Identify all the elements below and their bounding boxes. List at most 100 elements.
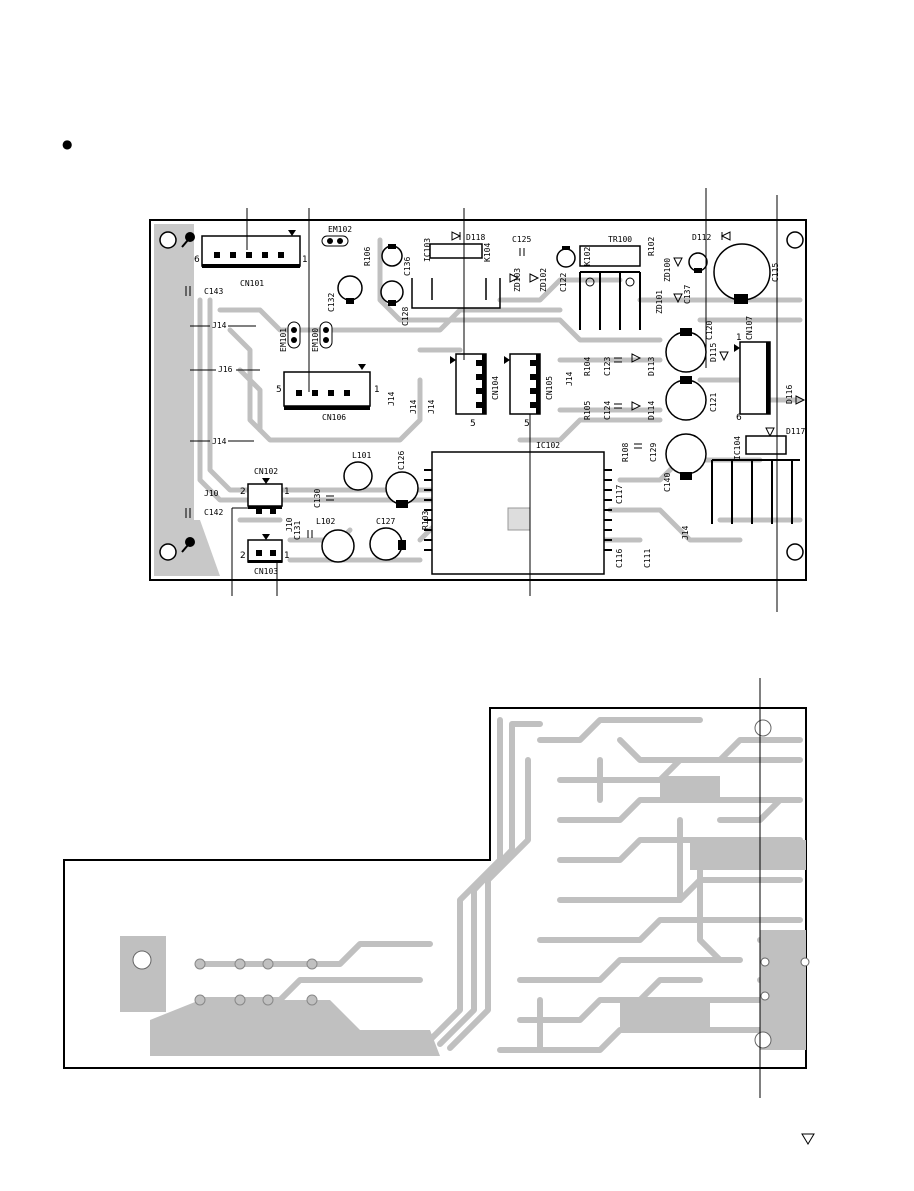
label-j14-g: J14 <box>681 525 690 540</box>
capacitor-c122 <box>556 246 576 268</box>
label-c142: C142 <box>204 508 223 517</box>
label-ic103: IC103 <box>423 238 432 262</box>
connector-cn103 <box>247 534 283 563</box>
capacitor-c121 <box>665 376 707 421</box>
label-zd101: ZD101 <box>655 290 664 314</box>
pin-label: 1 <box>736 333 742 343</box>
pin-label: 6 <box>194 255 200 265</box>
label-j10-a: J10 <box>204 489 219 498</box>
label-c117: C117 <box>615 485 624 504</box>
pin-label: 6 <box>736 413 742 423</box>
label-d116: D116 <box>785 385 794 404</box>
label-cn107: CN107 <box>745 316 754 340</box>
label-c115: C115 <box>771 263 780 282</box>
inductor-l102 <box>321 529 355 563</box>
connector-cn107 <box>734 341 771 415</box>
zener-icon <box>509 273 540 283</box>
connector-cn101 <box>201 230 301 268</box>
connector-cn104 <box>450 353 487 415</box>
ic103 <box>411 243 501 309</box>
label-j14-a: J14 <box>212 321 227 330</box>
label-l102: L102 <box>316 517 335 526</box>
pin-label: 1 <box>284 487 290 497</box>
label-c131: C131 <box>293 521 302 540</box>
label-c111: C111 <box>643 549 652 568</box>
pin-label: 5 <box>524 419 530 429</box>
ferrite-em102 <box>321 235 349 247</box>
capacitor-c127 <box>369 527 406 561</box>
screw-icon <box>181 537 195 553</box>
label-em100: EM100 <box>311 328 320 352</box>
label-c124: C124 <box>603 401 612 420</box>
label-c123: C123 <box>603 357 612 376</box>
label-l101: L101 <box>352 451 371 460</box>
capacitor-c137 <box>688 252 708 273</box>
connector-cn106 <box>283 364 371 410</box>
label-d114: D114 <box>647 401 656 420</box>
mount-hole-br <box>786 543 804 561</box>
label-c122: C122 <box>559 273 568 292</box>
label-c121: C121 <box>709 393 718 412</box>
mount-hole-tl <box>159 231 177 249</box>
label-c129: C129 <box>649 443 658 462</box>
label-cn105: CN105 <box>545 376 554 400</box>
inductor-l101 <box>343 461 373 491</box>
label-j14-b: J14 <box>212 437 227 446</box>
diode-d112 <box>720 231 731 241</box>
label-cn103: CN103 <box>254 567 278 576</box>
zener-icon <box>673 257 683 304</box>
pin-label: 2 <box>240 551 246 561</box>
label-c136: C136 <box>403 257 412 276</box>
label-r102: R102 <box>647 237 656 256</box>
ferrite-em101 <box>287 321 301 349</box>
capacitor-c115 <box>713 243 771 304</box>
diode-d118 <box>451 231 462 241</box>
label-j14-d: J14 <box>409 399 418 414</box>
regulator-k102 <box>579 245 641 330</box>
label-c132: C132 <box>327 293 336 312</box>
screw-icon <box>181 232 195 248</box>
label-zd103: ZD103 <box>513 268 522 292</box>
label-ic102: IC102 <box>536 441 560 450</box>
diode-icon <box>631 353 642 411</box>
label-j16: J16 <box>218 365 233 374</box>
section-bullet: ● <box>62 137 72 151</box>
label-k102: K102 <box>583 247 592 266</box>
connector-cn105 <box>504 353 541 415</box>
pin-label: 1 <box>284 551 290 561</box>
label-c116: C116 <box>615 549 624 568</box>
pin-label: 1 <box>302 255 308 265</box>
ic102 <box>424 451 612 575</box>
label-r103: R103 <box>421 511 430 530</box>
capacitor-c136 <box>381 244 403 267</box>
capacitor-c126 <box>385 471 419 508</box>
diode-icon <box>719 351 729 362</box>
label-k104: K104 <box>483 243 492 262</box>
label-j14-f: J14 <box>565 371 574 386</box>
label-cn104: CN104 <box>491 376 500 400</box>
label-c126: C126 <box>397 451 406 470</box>
capacitor-c128 <box>380 280 404 306</box>
label-c137: C137 <box>683 285 692 304</box>
pin-label: 1 <box>374 385 380 395</box>
bottom-pcb-board <box>63 707 810 1069</box>
label-r104: R104 <box>583 357 592 376</box>
label-j14-c: J14 <box>387 391 396 406</box>
connector-cn102 <box>247 478 283 514</box>
label-j14-e: J14 <box>427 399 436 414</box>
capacitor-c140 <box>665 433 707 480</box>
label-r108: R108 <box>621 443 630 462</box>
ic104 <box>711 435 800 524</box>
label-d118: D118 <box>466 233 485 242</box>
label-r105: R105 <box>583 401 592 420</box>
ferrite-em100 <box>319 321 333 349</box>
label-j10-b: J10 <box>285 517 294 532</box>
label-c125: C125 <box>512 235 531 244</box>
label-d112: D112 <box>692 233 711 242</box>
label-r106: R106 <box>363 247 372 266</box>
diode-icon <box>765 427 775 438</box>
label-zd100: ZD100 <box>663 258 672 282</box>
pin-label: 5 <box>470 419 476 429</box>
label-cn101: CN101 <box>240 279 264 288</box>
